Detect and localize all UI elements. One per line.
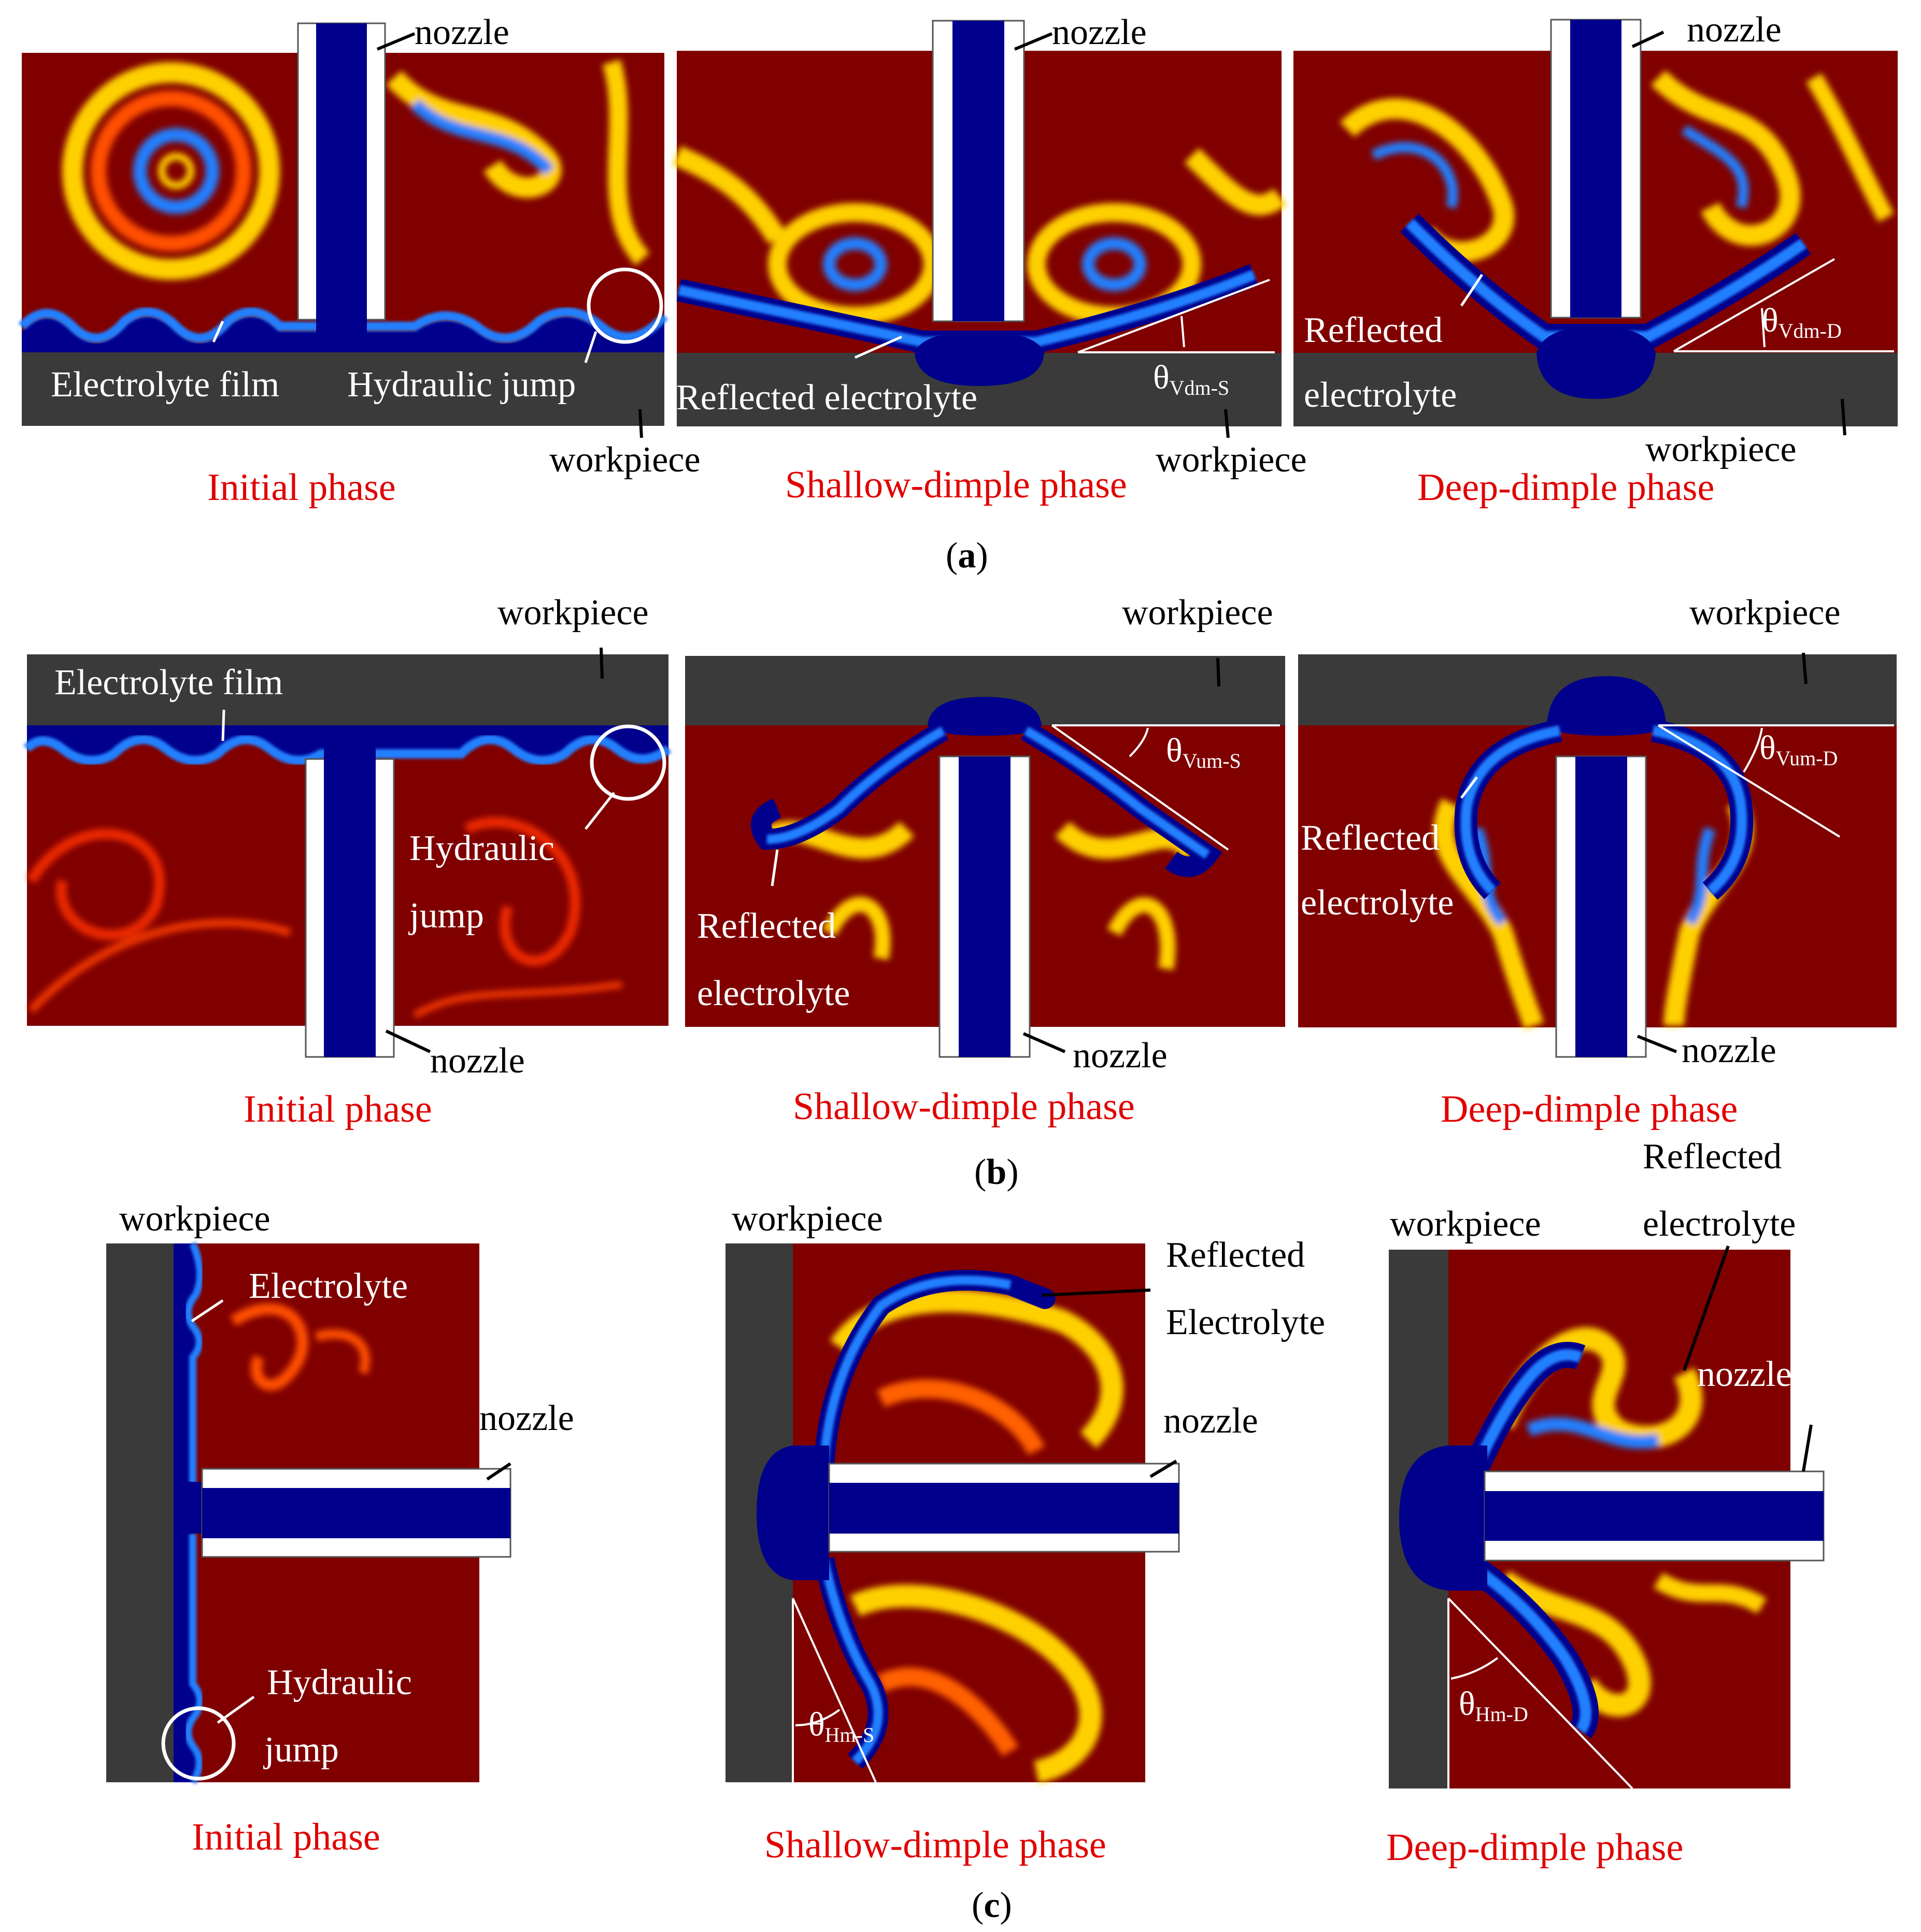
- panel-a: nozzle Electrolyte film Hydraulic jump w…: [18, 10, 1898, 576]
- nozzle-core: [202, 1488, 510, 1538]
- panel-c: workpiece Electrolyte nozzle Hydraulic j…: [106, 1137, 1825, 1925]
- electrolyte-label: electrolyte: [1304, 375, 1457, 415]
- workpiece: [22, 352, 664, 426]
- hydraulic-jump-circle: [161, 1706, 236, 1781]
- workpiece-label: workpiece: [1689, 593, 1841, 633]
- phase-label: Deep-dimple phase: [1441, 1088, 1738, 1130]
- panel-c-shallow: θHm-S workpiece Reflected Electrolyte no…: [725, 1199, 1325, 1866]
- workpiece-label: workpiece: [1122, 593, 1273, 633]
- hydraulic-jump-circle: [590, 724, 666, 801]
- hydraulic-label: Hydraulic: [267, 1663, 412, 1702]
- phase-label: Shallow-dimple phase: [785, 464, 1127, 506]
- workpiece: [106, 1243, 174, 1782]
- hydraulic-jump-circle: [587, 267, 663, 344]
- theta-label: θVdm-D: [1762, 302, 1842, 342]
- workpiece-label: workpiece: [1390, 1204, 1541, 1244]
- dimple: [757, 1446, 829, 1580]
- nozzle-core: [952, 21, 1004, 321]
- hydraulic-label: Hydraulic: [409, 828, 554, 868]
- jet-stem: [174, 1482, 205, 1534]
- nozzle-label: nozzle: [1052, 12, 1147, 52]
- vortex-swirls: [62, 59, 650, 280]
- workpiece-label: workpiece: [1156, 440, 1307, 480]
- workpiece: [27, 654, 668, 725]
- hydraulic-jump-label: Hydraulic jump: [347, 365, 576, 405]
- dimple: [1547, 676, 1666, 736]
- panel-a-initial: nozzle Electrolyte film Hydraulic jump w…: [18, 12, 701, 509]
- reflected-label: Reflected: [1643, 1137, 1782, 1177]
- theta-label: θHm-D: [1459, 1685, 1528, 1726]
- dimple: [928, 697, 1042, 736]
- jet-stem: [316, 320, 367, 340]
- nozzle-label: nozzle: [430, 1041, 525, 1081]
- electrolyte-film: [27, 725, 668, 758]
- nozzle-core: [1485, 1491, 1824, 1541]
- nozzle-core: [1570, 20, 1621, 318]
- phase-label: Initial phase: [192, 1816, 380, 1858]
- panel-b-deep: θVum-D Reflected electrolyte workpiece n…: [1298, 593, 1897, 1130]
- reflected-label: Reflected: [697, 906, 836, 946]
- workpiece-label: workpiece: [119, 1199, 271, 1239]
- electrolyte-film-label: Electrolyte film: [54, 663, 283, 703]
- reflected-label: Reflected: [1304, 310, 1443, 350]
- panel-c-caption: (c): [972, 1885, 1012, 1925]
- electrolyte-film-label: Electrolyte film: [51, 365, 279, 405]
- phase-label: Deep-dimple phase: [1417, 466, 1714, 509]
- nozzle-core: [324, 759, 376, 1057]
- nozzle-label: nozzle: [1687, 10, 1782, 50]
- jet-stem: [324, 746, 376, 762]
- phase-label: Shallow-dimple phase: [793, 1085, 1135, 1128]
- nozzle-label: nozzle: [1073, 1036, 1168, 1076]
- panel-b: Electrolyte film Hydraulic jump workpiec…: [23, 593, 1897, 1192]
- theta-label: θVum-D: [1759, 729, 1838, 770]
- workpiece-label: workpiece: [1645, 430, 1797, 469]
- electrolyte-label: electrolyte: [697, 974, 850, 1013]
- panel-c-deep: θHm-D workpiece Reflected electrolyte no…: [1386, 1137, 1825, 1869]
- nozzle-core: [1575, 756, 1627, 1057]
- phase-label: Initial phase: [244, 1088, 432, 1130]
- nozzle-label: nozzle: [1163, 1401, 1258, 1441]
- panel-b-shallow: θVum-S Reflected electrolyte workpiece n…: [685, 593, 1285, 1128]
- electrolyte-label: Electrolyte: [1166, 1303, 1325, 1342]
- phase-label: Initial phase: [207, 466, 396, 509]
- electrolyte-label: Electrolyte: [249, 1266, 408, 1306]
- phase-label: Shallow-dimple phase: [764, 1824, 1106, 1866]
- nozzle-core: [829, 1483, 1179, 1534]
- nozzle-core: [959, 756, 1011, 1057]
- dimple: [915, 353, 1044, 386]
- panel-b-caption: (b): [974, 1152, 1019, 1192]
- workpiece-label: workpiece: [732, 1199, 883, 1239]
- panel-c-initial: workpiece Electrolyte nozzle Hydraulic j…: [106, 1199, 574, 1858]
- nozzle-label: nozzle: [479, 1398, 574, 1438]
- jump-label: jump: [263, 1730, 339, 1770]
- theta-label: θVdm-S: [1153, 359, 1229, 399]
- jump-label: jump: [408, 896, 484, 936]
- panel-a-deep: nozzle Reflected electrolyte θVdm-D work…: [1293, 10, 1898, 509]
- workpiece-label: workpiece: [549, 440, 701, 480]
- phase-label: Deep-dimple phase: [1386, 1826, 1683, 1869]
- workpiece-label: workpiece: [497, 593, 649, 633]
- panel-a-shallow: nozzle Reflected electrolyte θVdm-S work…: [673, 12, 1307, 506]
- nozzle-label: nozzle: [1682, 1031, 1776, 1070]
- dimple: [1399, 1446, 1487, 1591]
- reflected-label: Reflected: [1301, 818, 1440, 858]
- nozzle-label: nozzle: [1697, 1354, 1792, 1394]
- panel-a-caption: (a): [946, 536, 988, 576]
- reflected-label: Reflected: [1166, 1235, 1305, 1275]
- dimple: [1536, 353, 1656, 399]
- theta-label: θVum-S: [1166, 732, 1241, 772]
- theta-label: θHm-S: [808, 1706, 874, 1747]
- electrolyte-label: electrolyte: [1643, 1204, 1796, 1244]
- reflected-electrolyte-label: Reflected electrolyte: [676, 378, 977, 418]
- electrolyte-label: electrolyte: [1301, 883, 1454, 923]
- panel-b-initial: Electrolyte film Hydraulic jump workpiec…: [23, 593, 672, 1130]
- nozzle-label: nozzle: [415, 12, 509, 52]
- nozzle-core: [316, 23, 367, 320]
